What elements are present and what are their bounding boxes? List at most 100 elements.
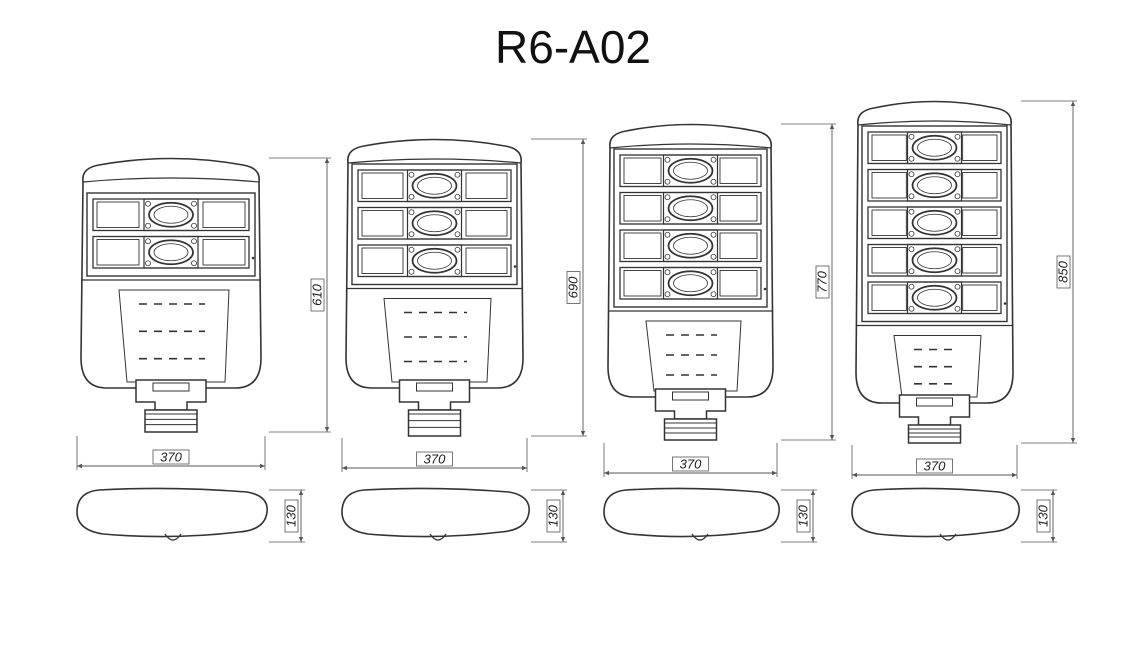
dimension-label: 850 [1056, 260, 1071, 282]
housing-cap-line [609, 143, 772, 149]
screw-icon [954, 230, 961, 237]
screw-icon [954, 305, 961, 312]
heatsink-fin-right [719, 157, 758, 184]
heatsink-fin-right [962, 172, 998, 199]
heatsink-fin-right [962, 134, 998, 161]
led-lens [911, 172, 958, 199]
screw-icon [954, 171, 961, 178]
led-module-panel [92, 198, 250, 232]
led-module-panel [357, 206, 512, 240]
bracket-slot [672, 391, 709, 401]
screw-icon [408, 231, 415, 238]
side-profile [76, 487, 268, 538]
dimension-label-box [310, 278, 325, 312]
screw-icon [908, 230, 915, 237]
dimension-label-box [566, 271, 581, 304]
lens-holder [406, 169, 463, 203]
lens-holder [406, 206, 463, 240]
led-module [619, 229, 762, 263]
screw-icon [954, 246, 961, 253]
dimension-arrowhead [1070, 438, 1076, 443]
module-frame [861, 125, 1008, 323]
screw-icon [454, 268, 461, 275]
led-module-panel [867, 168, 1002, 202]
heatsink-fin-right [202, 239, 246, 266]
led-lens-inner [417, 214, 452, 233]
screw-icon [191, 238, 197, 245]
led-lens [667, 195, 714, 222]
led-lens [667, 157, 714, 184]
dimension-arrowhead [298, 537, 304, 542]
dimension-label-box [815, 265, 830, 299]
screw-icon [191, 260, 197, 267]
dimension-arrowhead [77, 463, 82, 469]
screw-icon [954, 283, 961, 290]
led-lens [411, 247, 458, 274]
dimension-arrowhead [324, 427, 330, 432]
heatsink-fin-left [623, 232, 662, 259]
heatsink-fin-left [96, 239, 140, 266]
heatsink-fin-left [623, 270, 662, 297]
pole-sleeve [663, 418, 718, 441]
heatsink-fin-right [962, 284, 998, 311]
screw-icon [145, 222, 151, 229]
lens-holder [406, 244, 463, 278]
led-lens [148, 239, 194, 266]
led-module-panel [357, 244, 512, 278]
lens-holder [906, 131, 963, 165]
dimension-label-box [416, 451, 453, 467]
led-module-panel [92, 235, 250, 269]
screw-icon [710, 156, 717, 163]
led-lens-inner [673, 236, 708, 255]
screw-icon [908, 193, 915, 200]
dimension-arrowhead [560, 490, 566, 495]
dimension-label: 370 [160, 450, 182, 465]
led-lens-inner [917, 288, 952, 307]
dimension-label-box [916, 458, 953, 474]
screw-icon [710, 178, 717, 185]
screw-icon [710, 291, 717, 298]
screw-icon [664, 194, 671, 201]
bracket-slot [152, 382, 190, 392]
screw-icon [408, 209, 415, 216]
led-lens [911, 209, 958, 236]
dimension-arrowhead [522, 465, 527, 471]
dimension-label-box [1056, 255, 1071, 289]
housing-cap-line [347, 158, 522, 164]
led-module [357, 244, 512, 278]
screw-icon [908, 155, 915, 162]
dimension-arrowhead [829, 124, 835, 129]
dimension-label: 130 [546, 504, 561, 526]
led-lens-inner [673, 199, 708, 218]
led-module [867, 206, 1002, 240]
screw-icon [191, 200, 197, 207]
screw-icon [408, 246, 415, 253]
led-module-panel [619, 266, 762, 300]
heatsink-fin-right [465, 210, 508, 237]
heatsink-fin-right [719, 270, 758, 297]
lens-holder [143, 198, 199, 232]
led-lens [911, 247, 958, 274]
screw-icon [908, 268, 915, 275]
housing-outline [80, 157, 262, 389]
led-lens [667, 232, 714, 259]
indicator-dot [251, 256, 255, 260]
heatsink-fin-left [361, 210, 404, 237]
dimension-label: 130 [1036, 504, 1051, 526]
heatsink-fin-right [962, 247, 998, 274]
lens-holder [662, 154, 719, 188]
led-module-panel [867, 131, 1002, 165]
heatsink-fin-left [871, 284, 907, 311]
dimension-label: 610 [310, 283, 325, 305]
dimension-arrowhead [810, 490, 816, 495]
led-module [619, 266, 762, 300]
heatsink-fin-left [871, 209, 907, 236]
screw-icon [408, 171, 415, 178]
dimension-label: 690 [566, 276, 581, 298]
led-lens-inner [917, 251, 952, 270]
screw-icon [664, 291, 671, 298]
dimension-label: 130 [284, 504, 299, 526]
led-module-panel [619, 191, 762, 225]
pole-sleeve [144, 409, 198, 433]
